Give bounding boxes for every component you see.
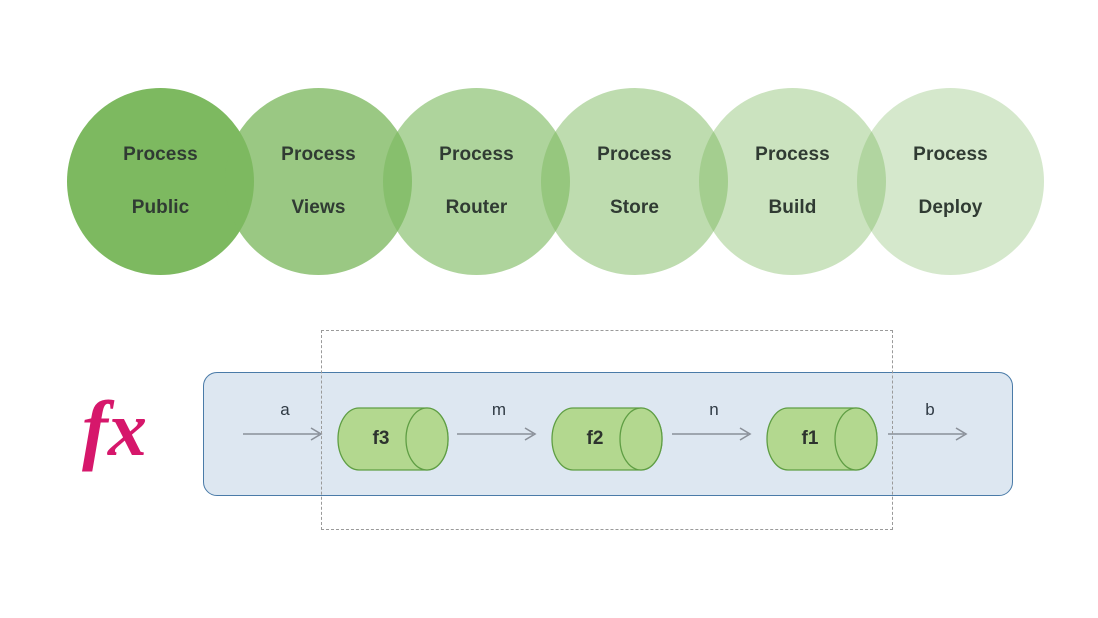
venn-label-line2: Deploy [918, 196, 983, 218]
arrow-a: a [241, 400, 329, 446]
fx-logo-icon: fx [78, 383, 198, 483]
venn-label-line1: Process [281, 143, 356, 165]
venn-label-line1: Process [597, 143, 672, 165]
venn-label-line1: Process [755, 143, 830, 165]
cylinder-cap [834, 407, 878, 471]
arrow-head [955, 427, 968, 441]
arrow-n: n [670, 400, 758, 446]
process-circle-row: Process Public Process Views Process Rou… [0, 0, 1098, 300]
arrow-head [524, 427, 537, 441]
cylinder-cap [405, 407, 449, 471]
arrow-b: b [886, 400, 974, 446]
cylinder-f3[interactable]: f3 [337, 407, 449, 471]
venn-label-line1: Process [439, 143, 514, 165]
venn-label-line2: Views [291, 196, 346, 218]
venn-circle-process-deploy[interactable]: Process Deploy [857, 88, 1044, 275]
venn-circle-label: Process Build [755, 115, 830, 248]
arrow-m: m [455, 400, 543, 446]
venn-circle-label: Process Views [281, 115, 356, 248]
venn-circle-label: Process Deploy [913, 115, 988, 248]
venn-label-line2: Public [131, 196, 190, 218]
venn-label-line2: Store [609, 196, 660, 218]
arrow-m-label: m [491, 400, 507, 419]
venn-circle-process-build[interactable]: Process Build [699, 88, 886, 275]
arrow-n-label: n [709, 400, 719, 419]
venn-circle-process-store[interactable]: Process Store [541, 88, 728, 275]
arrow-a-label: a [280, 400, 290, 419]
venn-circle-label: Process Store [597, 115, 672, 248]
venn-label-line2: Router [445, 196, 508, 218]
cylinder-cap [619, 407, 663, 471]
venn-circle-process-public[interactable]: Process Public [67, 88, 254, 275]
venn-circle-process-views[interactable]: Process Views [225, 88, 412, 275]
arrow-b-label: b [925, 400, 935, 419]
cylinder-f2[interactable]: f2 [551, 407, 663, 471]
venn-circle-label: Process Router [439, 115, 514, 248]
fx-logo-text: fx [82, 385, 147, 472]
venn-label-line1: Process [913, 143, 988, 165]
cylinder-f1[interactable]: f1 [766, 407, 878, 471]
venn-circle-label: Process Public [123, 115, 198, 248]
venn-circle-process-router[interactable]: Process Router [383, 88, 570, 275]
venn-label-line2: Build [768, 196, 817, 218]
arrow-head [739, 427, 752, 441]
venn-label-line1: Process [123, 143, 198, 165]
